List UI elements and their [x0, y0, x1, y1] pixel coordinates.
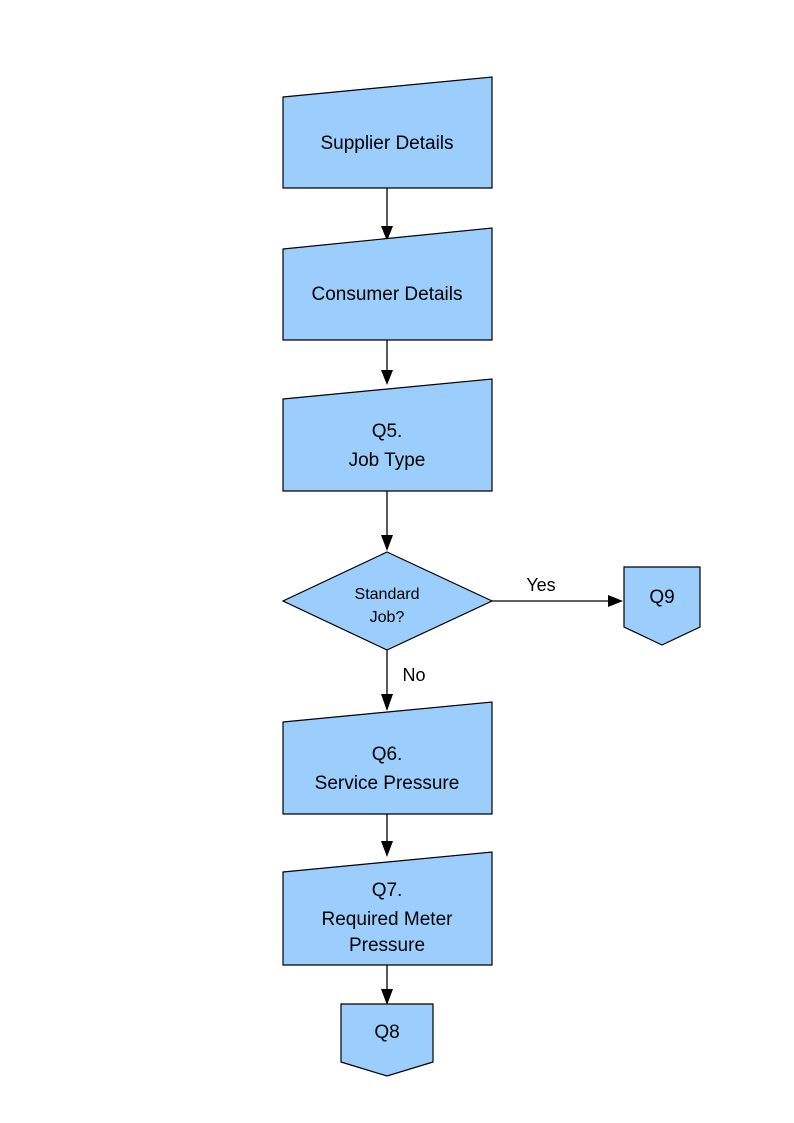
node-standard-job-decision[interactable]: Standard Job? [281, 551, 494, 651]
connector-q6-to-q7 [381, 814, 393, 857]
node-consumer-details[interactable]: Consumer Details [282, 227, 493, 341]
standard-job-decision-label-line1: Standard [355, 586, 420, 603]
node-q6-service-pressure[interactable]: Q6. Service Pressure [282, 701, 493, 815]
q6-service-pressure-label-line2: Service Pressure [315, 773, 460, 794]
node-q7-required-meter-pressure[interactable]: Q7. Required Meter Pressure [282, 851, 493, 966]
connector-decision-to-q6: No [381, 650, 426, 711]
arrow-head-7 [381, 989, 393, 1005]
standard-job-decision-label-line2: Job? [370, 609, 405, 626]
arrow-head-no [381, 694, 393, 711]
arrow-head-yes [608, 595, 623, 607]
q9-label: Q9 [649, 587, 674, 608]
arrow-head-3 [381, 535, 393, 551]
consumer-details-label: Consumer Details [312, 284, 463, 305]
connector-q7-to-q8 [381, 965, 393, 1005]
connector-decision-to-q9: Yes [492, 575, 623, 607]
node-q9[interactable]: Q9 [623, 566, 701, 646]
arrow-head-6 [381, 841, 393, 857]
connector-consumer-to-q5 [381, 340, 393, 385]
q6-service-pressure-shape[interactable] [282, 701, 493, 815]
node-q8[interactable]: Q8 [340, 1003, 434, 1077]
q7-label-line2: Required Meter [322, 909, 454, 930]
connector-supplier-to-consumer [381, 188, 393, 241]
arrow-head-1 [381, 226, 393, 241]
q7-required-meter-pressure-shape[interactable] [282, 851, 493, 966]
supplier-details-label: Supplier Details [320, 133, 453, 154]
node-q5-job-type[interactable]: Q5. Job Type [282, 378, 493, 492]
node-supplier-details[interactable]: Supplier Details [282, 76, 493, 189]
q5-job-type-label-line1: Q5. [372, 421, 403, 442]
arrow-head-2 [381, 370, 393, 385]
q6-service-pressure-label-line1: Q6. [372, 744, 403, 765]
q7-label-line1: Q7. [372, 880, 403, 901]
q8-shape[interactable] [340, 1003, 434, 1077]
q5-job-type-label-line2: Job Type [349, 450, 426, 471]
supplier-details-shape[interactable] [282, 76, 493, 189]
q8-label: Q8 [374, 1022, 399, 1043]
connector-q5-to-decision [381, 491, 393, 551]
q9-shape[interactable] [623, 566, 701, 646]
consumer-details-shape[interactable] [282, 227, 493, 341]
edge-label-yes: Yes [526, 575, 555, 595]
q7-label-line3: Pressure [349, 935, 425, 956]
q5-job-type-shape[interactable] [282, 378, 493, 492]
edge-label-no: No [402, 665, 425, 685]
